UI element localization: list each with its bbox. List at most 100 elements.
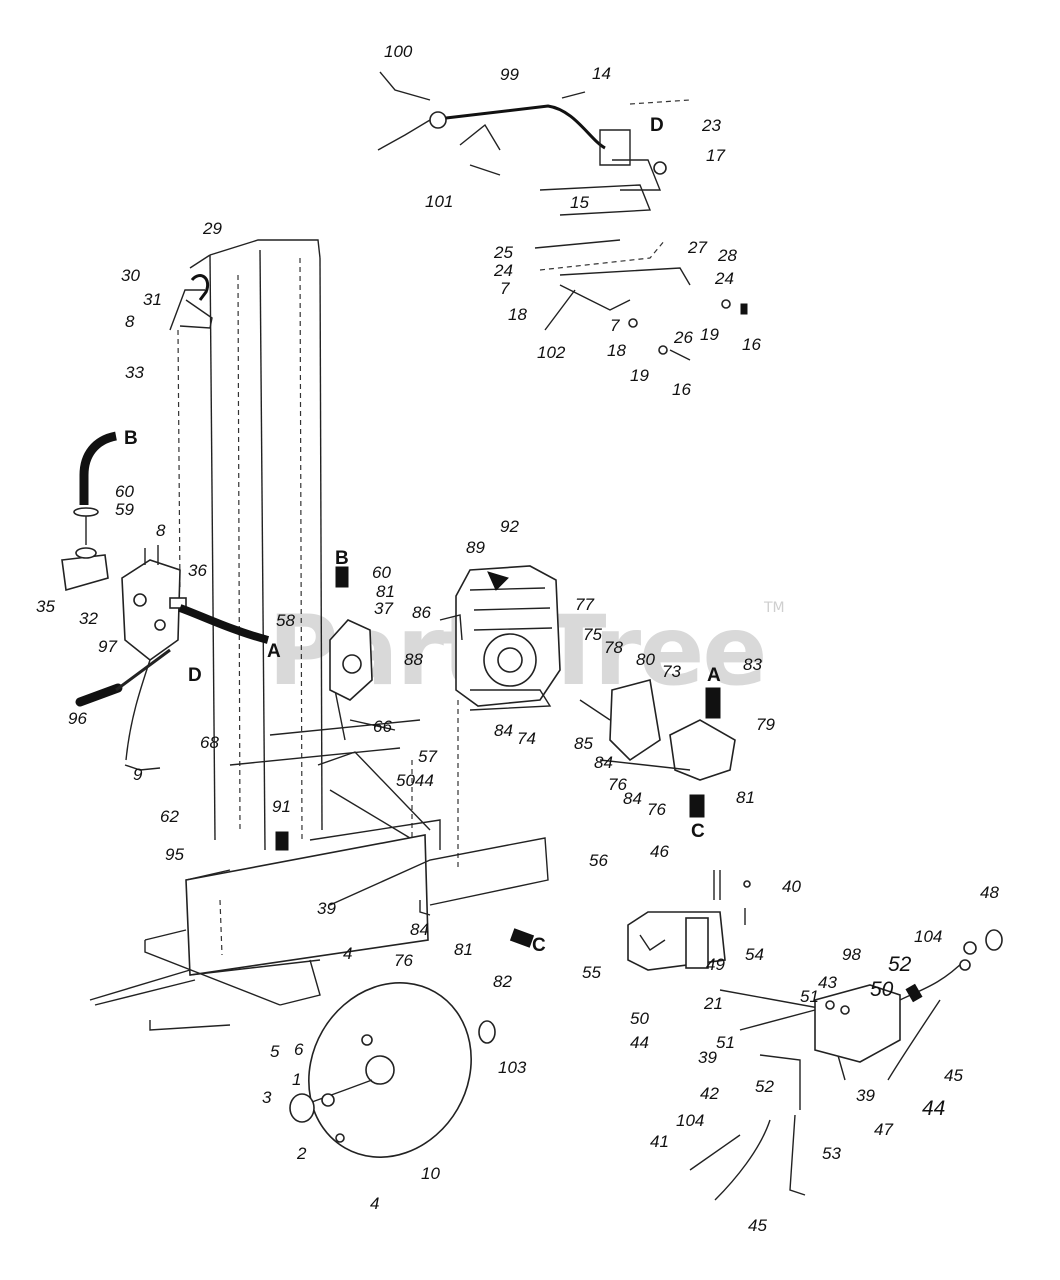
callout-5: 5 — [270, 1042, 280, 1061]
callout-97: 97 — [98, 637, 117, 656]
callout-99: 99 — [500, 65, 519, 84]
hose-clamp-59 — [73, 507, 99, 517]
callout-60: 60 — [115, 482, 134, 501]
callout-23: 23 — [701, 116, 721, 135]
callout-42: 42 — [700, 1084, 719, 1103]
hydraulic-pump — [579, 679, 736, 818]
callout-58: 58 — [276, 611, 295, 630]
callout-24: 24 — [493, 261, 513, 280]
connector-label-a-valve: A — [267, 641, 281, 662]
connector-label-b-hose: B — [124, 428, 138, 449]
connector-label-a-pump: A — [707, 665, 721, 686]
callout-104: 104 — [676, 1111, 704, 1130]
callout-89: 89 — [466, 538, 485, 557]
callout-51: 51 — [800, 987, 819, 1006]
callout-30: 30 — [121, 266, 140, 285]
callout-82: 82 — [493, 972, 512, 991]
callout-88: 88 — [404, 650, 423, 669]
callout-27: 27 — [687, 238, 707, 257]
callout-98: 98 — [842, 945, 861, 964]
callout-45: 45 — [944, 1066, 963, 1085]
callout-1: 1 — [292, 1070, 301, 1089]
control-valve-32 — [121, 545, 187, 662]
connector-label-c-base: C — [532, 935, 546, 956]
callout-77: 77 — [575, 595, 594, 614]
callout-95: 95 — [165, 845, 184, 864]
connector-label-b-pump: B — [335, 548, 349, 569]
callout-29: 29 — [202, 219, 222, 238]
callout-36: 36 — [188, 561, 207, 580]
callout-102: 102 — [537, 343, 566, 362]
callout-91: 91 — [272, 797, 291, 816]
callout-15: 15 — [570, 193, 589, 212]
callout-41: 41 — [650, 1132, 669, 1151]
callout-28: 28 — [717, 246, 737, 265]
callout-103: 103 — [498, 1058, 527, 1077]
callout-73: 73 — [662, 662, 681, 681]
callout-81: 81 — [376, 582, 395, 601]
callout-55: 55 — [582, 963, 601, 982]
callout-35: 35 — [36, 597, 55, 616]
callout-7: 7 — [610, 316, 620, 335]
callout-52: 52 — [755, 1077, 774, 1096]
callout-57: 57 — [418, 747, 437, 766]
callout-81: 81 — [454, 940, 473, 959]
callout-84: 84 — [594, 753, 613, 772]
callout-68: 68 — [200, 733, 219, 752]
callout-33: 33 — [125, 363, 144, 382]
callout-6: 6 — [294, 1040, 304, 1059]
callout-8: 8 — [156, 521, 166, 540]
callout-54: 54 — [745, 945, 764, 964]
hydraulic-hose-b — [79, 431, 118, 505]
callout-39: 39 — [698, 1048, 717, 1067]
callout-31: 31 — [143, 290, 162, 309]
callout-85: 85 — [574, 734, 593, 753]
tee-fitting-35 — [61, 547, 109, 592]
callout-47: 47 — [874, 1120, 893, 1139]
connector-label-d-valve: D — [188, 665, 202, 686]
callout-96: 96 — [68, 709, 87, 728]
callout-40: 40 — [782, 877, 801, 896]
callout-3: 3 — [262, 1088, 272, 1107]
callout-84: 84 — [623, 789, 642, 808]
valve-handle-96 — [75, 648, 171, 707]
callout-92: 92 — [500, 517, 519, 536]
callout-17: 17 — [706, 146, 725, 165]
pump-adapter-37 — [329, 566, 373, 701]
callout-104: 104 — [914, 927, 942, 946]
callout-76: 76 — [608, 775, 627, 794]
callout-76: 76 — [394, 951, 413, 970]
callout-101: 101 — [425, 192, 453, 211]
callout-56: 56 — [589, 851, 608, 870]
callout-78: 78 — [604, 638, 623, 657]
callout-16: 16 — [742, 335, 761, 354]
callout-39: 39 — [317, 899, 336, 918]
callouts: 100 99 14 23 17 101 15 25 24 7 18 27 28 … — [36, 42, 999, 1235]
callout-26: 26 — [673, 328, 693, 347]
callout-14: 14 — [592, 64, 611, 83]
callout-39: 39 — [856, 1086, 875, 1105]
callout-7: 7 — [500, 279, 510, 298]
callout-19: 19 — [700, 325, 719, 344]
engine-assembly — [439, 565, 561, 711]
callout-84: 84 — [494, 721, 513, 740]
callout-52: 52 — [888, 953, 912, 976]
callout-8: 8 — [125, 312, 135, 331]
callout-53: 53 — [822, 1144, 841, 1163]
callout-60: 60 — [372, 563, 391, 582]
callout-50: 50 — [630, 1009, 649, 1028]
callout-86: 86 — [412, 603, 431, 622]
callout-46: 46 — [650, 842, 669, 861]
callout-21: 21 — [703, 994, 723, 1013]
callout-75: 75 — [583, 625, 602, 644]
callout-24: 24 — [714, 269, 734, 288]
callout-74: 74 — [517, 729, 536, 748]
callout-43: 43 — [818, 973, 837, 992]
base-frame-and-tank — [89, 819, 549, 1031]
hydraulic-hose-a — [178, 604, 270, 644]
governor-linkage-assembly — [534, 239, 748, 361]
hitch-assembly — [627, 870, 1003, 1201]
callout-5044: 5044 — [396, 771, 434, 790]
connector-letters: B B A A C C D D — [124, 115, 721, 956]
